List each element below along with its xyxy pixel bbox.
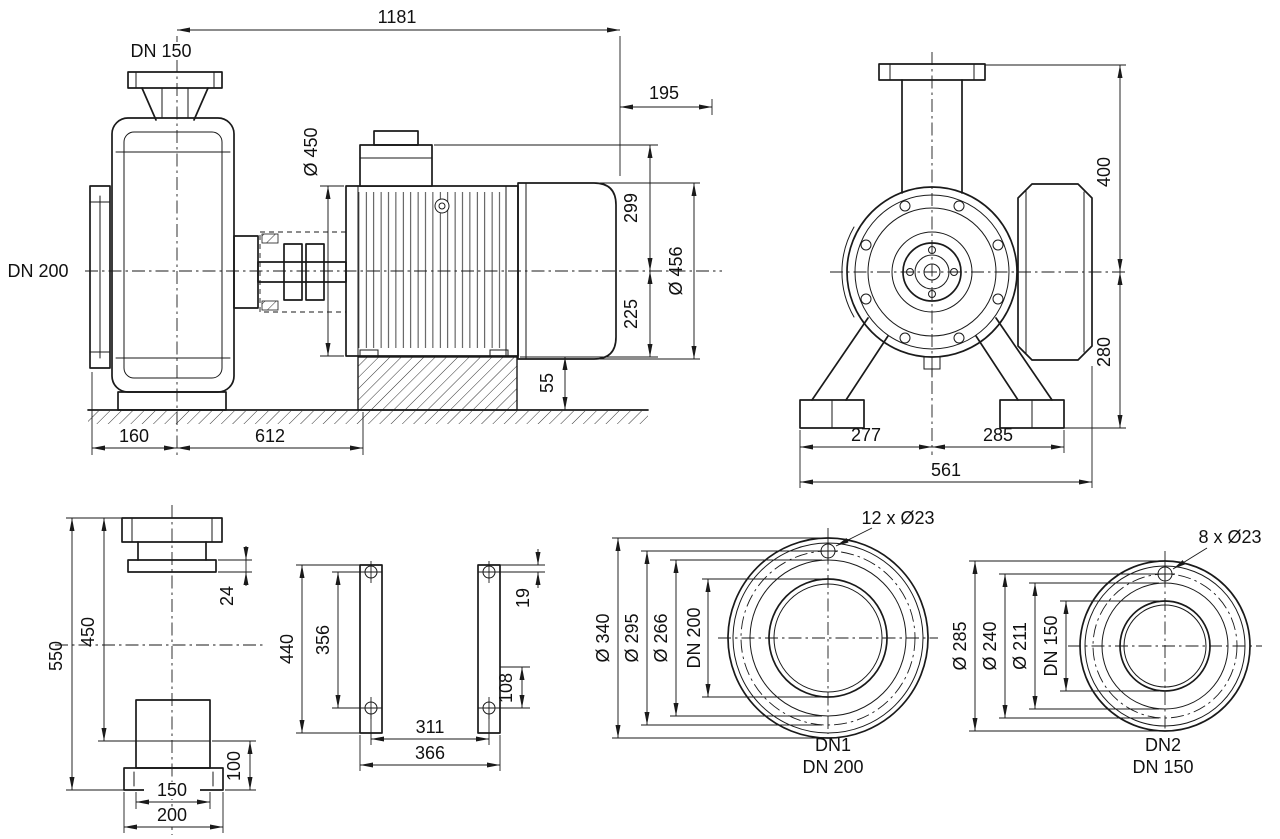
flange-dn1-dimensions bbox=[612, 527, 873, 739]
front-view-geometry bbox=[799, 52, 1126, 455]
flange-dn1-view: 12 x Ø23 Ø 340 Ø 295 Ø 266 DN 200 DN1 DN… bbox=[593, 508, 938, 777]
label-dn2-size: DN 150 bbox=[1132, 757, 1193, 777]
discharge-flange bbox=[89, 185, 111, 369]
front-view-dimensions bbox=[799, 64, 1126, 488]
dim-flange-to-axis: 160 bbox=[119, 426, 149, 446]
bolt-leader bbox=[1172, 547, 1208, 570]
dim-removal-clearance: 195 bbox=[649, 83, 679, 103]
foot-view: 550 450 24 100 150 200 bbox=[46, 505, 265, 835]
dim-foot-width: 150 bbox=[157, 780, 187, 800]
dim-dn1-bolt-holes: 12 x Ø23 bbox=[861, 508, 934, 528]
label-suction-flange: DN 150 bbox=[130, 41, 191, 61]
flange-dn1-geometry bbox=[718, 528, 938, 739]
suction-flange bbox=[127, 71, 223, 121]
foot-view-geometry bbox=[55, 505, 265, 835]
dim-baseframe-height: 55 bbox=[537, 373, 557, 393]
label-mask bbox=[144, 782, 200, 799]
dim-axis-to-top: 299 bbox=[621, 193, 641, 223]
base-frame bbox=[357, 356, 518, 411]
dim-axis-to-right-edge: 285 bbox=[983, 425, 1013, 445]
dim-overall-width: 561 bbox=[931, 460, 961, 480]
label-discharge-flange: DN 200 bbox=[7, 261, 68, 281]
dim-axis-to-left-foot: 277 bbox=[851, 425, 881, 445]
lifting-eyebolt bbox=[434, 198, 450, 214]
dim-hole-pitch-width: 311 bbox=[416, 717, 445, 737]
flange-dn2-view: 8 x Ø23 Ø 285 Ø 240 Ø 211 DN 150 DN2 DN … bbox=[950, 527, 1262, 777]
side-view: DN 150 DN 200 1181 195 Ø 450 299 225 Ø 4… bbox=[7, 7, 722, 458]
dim-foot-height: 100 bbox=[224, 751, 244, 781]
anchor-holes bbox=[360, 561, 500, 719]
coupling-assembly bbox=[233, 231, 347, 313]
label-dn1-size: DN 200 bbox=[802, 757, 863, 777]
dim-axis-to-floor: 280 bbox=[1094, 337, 1114, 367]
pump-foot bbox=[117, 391, 227, 411]
side-view-geometry bbox=[85, 36, 722, 458]
pump-casing bbox=[111, 117, 235, 411]
dim-overall-height: 550 bbox=[46, 641, 66, 671]
motor bbox=[345, 130, 519, 358]
dim-hole-pitch-length: 356 bbox=[313, 625, 333, 655]
bolt-leader bbox=[835, 527, 873, 547]
dim-dn1-raised-face: Ø 266 bbox=[651, 613, 671, 662]
dim-fan-cover-diameter: Ø 456 bbox=[666, 246, 686, 295]
foot-view-dimensions bbox=[66, 517, 256, 833]
dim-flange-thickness: 24 bbox=[217, 586, 237, 606]
motor-fins bbox=[358, 192, 506, 348]
baseplate-geometry bbox=[359, 561, 501, 734]
dim-hole-edge-offset: 19 bbox=[513, 588, 533, 608]
dim-total-length: 1181 bbox=[378, 7, 417, 27]
dim-dn2-outer-diameter: Ø 285 bbox=[950, 621, 970, 670]
baseplate-view: 440 356 19 108 311 366 bbox=[277, 549, 545, 771]
dim-dn2-bolt-holes: 8 x Ø23 bbox=[1198, 527, 1261, 547]
dim-hole-lower-offset: 108 bbox=[496, 673, 516, 703]
dim-axis-to-frame-end: 612 bbox=[255, 426, 285, 446]
casing-bolts bbox=[860, 200, 1004, 344]
flange-dn2-geometry bbox=[1068, 551, 1262, 732]
dim-dn1-nominal-bore: DN 200 bbox=[684, 607, 704, 668]
dim-flange-to-step: 450 bbox=[78, 617, 98, 647]
terminal-box bbox=[359, 144, 433, 187]
front-view: 400 280 277 285 561 bbox=[799, 52, 1126, 488]
label-dn1-port: DN1 bbox=[815, 735, 851, 755]
dim-dn1-bolt-circle: Ø 295 bbox=[622, 613, 642, 662]
label-mask bbox=[132, 42, 190, 60]
label-dn2-port: DN2 bbox=[1145, 735, 1181, 755]
dim-base-width: 200 bbox=[157, 805, 187, 825]
baseplate-dimensions bbox=[296, 549, 545, 771]
label-mask bbox=[144, 807, 202, 824]
dim-dn2-raised-face: Ø 211 bbox=[1010, 622, 1030, 670]
dim-motor-diameter: Ø 450 bbox=[301, 127, 321, 176]
ground-hatch bbox=[88, 411, 648, 424]
flange-dn2-dimensions bbox=[969, 547, 1208, 732]
dim-dn1-outer-diameter: Ø 340 bbox=[593, 613, 613, 662]
dim-frame-length: 440 bbox=[277, 634, 297, 664]
dim-dn2-bolt-circle: Ø 240 bbox=[980, 621, 1000, 670]
side-view-dimensions bbox=[91, 27, 713, 455]
support-legs bbox=[799, 317, 1065, 429]
dim-axis-to-base: 225 bbox=[621, 299, 641, 329]
dim-frame-width: 366 bbox=[415, 743, 445, 763]
dim-dn2-nominal-bore: DN 150 bbox=[1041, 615, 1061, 676]
dim-axis-to-flange-face: 400 bbox=[1094, 157, 1114, 187]
